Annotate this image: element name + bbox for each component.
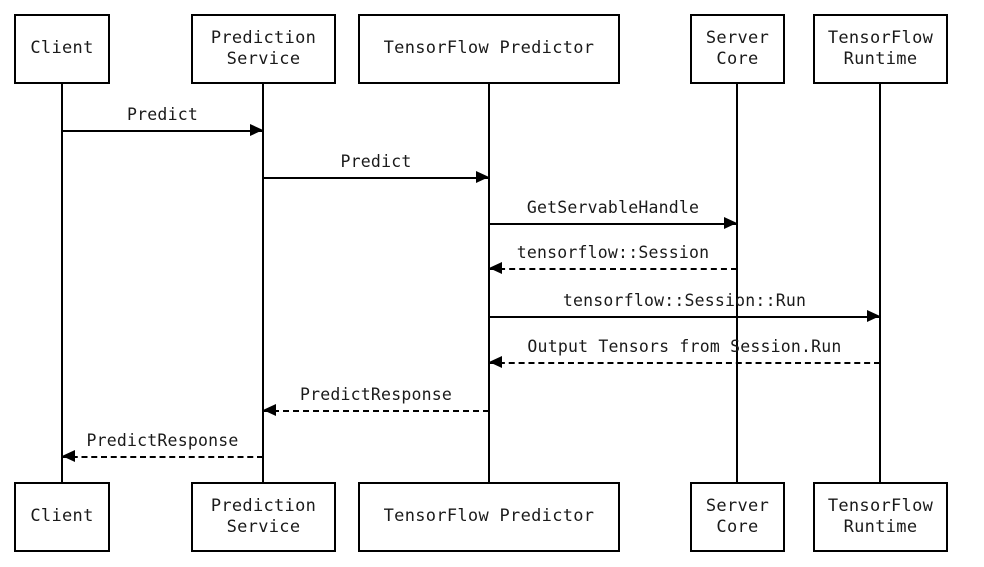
participant-box-tensorflow-predictor-top[interactable]: TensorFlow Predictor — [358, 14, 620, 84]
message-label-4: tensorflow::Session — [516, 243, 710, 262]
lifeline-tensorflow-predictor — [487, 84, 491, 482]
participant-box-prediction-service-bottom[interactable]: Prediction Service — [191, 482, 336, 552]
participant-box-tensorflow-runtime-bottom[interactable]: TensorFlow Runtime — [813, 482, 948, 552]
participant-label-server-core: Server Core — [705, 495, 770, 537]
lifeline-client — [60, 84, 64, 482]
participant-box-tensorflow-predictor-bottom[interactable]: TensorFlow Predictor — [358, 482, 620, 552]
participant-box-tensorflow-runtime-top[interactable]: TensorFlow Runtime — [813, 14, 948, 84]
message-label-2: Predict — [340, 152, 412, 171]
message-line-7 — [263, 410, 489, 412]
participant-label-client: Client — [30, 506, 94, 527]
message-label-6: Output Tensors from Session.Run — [527, 337, 842, 356]
message-line-2 — [263, 177, 489, 179]
participant-box-client-bottom[interactable]: Client — [14, 482, 110, 552]
message-line-1 — [62, 130, 263, 132]
participant-label-tensorflow-predictor: TensorFlow Predictor — [383, 38, 595, 59]
lifeline-prediction-service — [261, 84, 265, 482]
message-label-8: PredictResponse — [86, 431, 239, 450]
participant-box-client-top[interactable]: Client — [14, 14, 110, 84]
message-line-4 — [489, 268, 737, 270]
participant-label-tensorflow-runtime: TensorFlow Runtime — [827, 495, 934, 537]
participant-box-server-core-bottom[interactable]: Server Core — [690, 482, 785, 552]
message-label-3: GetServableHandle — [526, 198, 700, 217]
message-line-5 — [489, 316, 880, 318]
arrowhead-right-icon — [867, 310, 880, 322]
arrowhead-right-icon — [724, 217, 737, 229]
participant-box-server-core-top[interactable]: Server Core — [690, 14, 785, 84]
participant-label-tensorflow-runtime: TensorFlow Runtime — [827, 27, 934, 69]
message-label-7: PredictResponse — [299, 385, 452, 404]
arrowhead-left-icon — [263, 404, 276, 416]
message-label-5: tensorflow::Session::Run — [562, 291, 807, 310]
participant-label-prediction-service: Prediction Service — [210, 27, 317, 69]
arrowhead-right-icon — [476, 171, 489, 183]
participant-label-prediction-service: Prediction Service — [210, 495, 317, 537]
participant-label-client: Client — [30, 38, 94, 59]
arrowhead-left-icon — [62, 450, 75, 462]
message-line-3 — [489, 223, 737, 225]
arrowhead-left-icon — [489, 356, 502, 368]
message-label-1: Predict — [127, 105, 198, 124]
lifeline-server-core — [735, 84, 739, 482]
arrowhead-right-icon — [250, 124, 263, 136]
participant-label-tensorflow-predictor: TensorFlow Predictor — [383, 506, 595, 527]
participant-label-server-core: Server Core — [705, 27, 770, 69]
participant-box-prediction-service-top[interactable]: Prediction Service — [191, 14, 336, 84]
lifeline-tensorflow-runtime — [878, 84, 882, 482]
message-line-6 — [489, 362, 880, 364]
arrowhead-left-icon — [489, 262, 502, 274]
message-line-8 — [62, 456, 263, 458]
